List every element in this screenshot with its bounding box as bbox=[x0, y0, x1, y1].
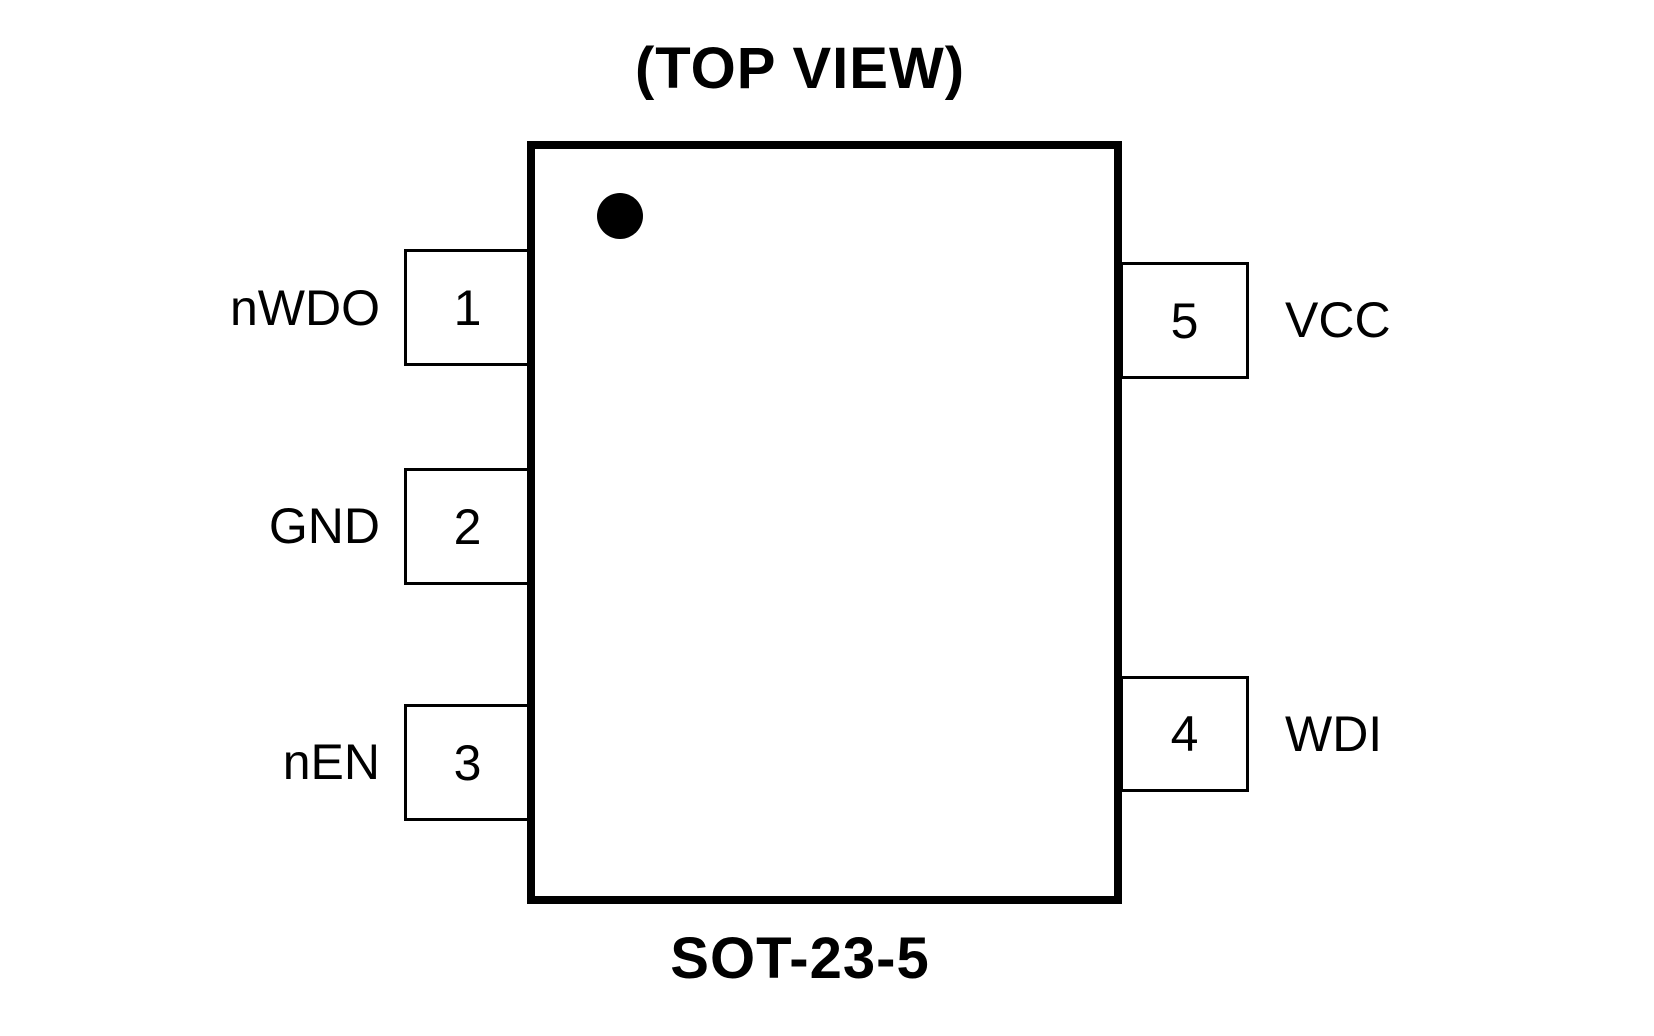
pin-box-4: 4 bbox=[1120, 676, 1249, 792]
ic-package-body bbox=[527, 141, 1122, 904]
pin-number-2: 2 bbox=[453, 498, 482, 555]
pin-number-5: 5 bbox=[1170, 292, 1199, 349]
pin-box-3: 3 bbox=[404, 704, 531, 821]
pin1-indicator-dot-icon bbox=[597, 193, 643, 239]
pin-name-vcc: VCC bbox=[1285, 292, 1391, 348]
pin-box-2: 2 bbox=[404, 468, 531, 585]
pin-name-nwdo: nWDO bbox=[230, 280, 380, 336]
pin-box-1: 1 bbox=[404, 249, 531, 366]
package-name: SOT-23-5 bbox=[670, 926, 930, 991]
pin-box-5: 5 bbox=[1120, 262, 1249, 379]
pin-name-wdi: WDI bbox=[1285, 706, 1383, 762]
pin-name-gnd: GND bbox=[268, 498, 380, 554]
pin-number-3: 3 bbox=[453, 734, 482, 791]
pin-number-1: 1 bbox=[453, 279, 482, 336]
diagram-title: (TOP VIEW) bbox=[634, 36, 966, 101]
pin-name-nen: nEN bbox=[282, 734, 380, 790]
pin-number-4: 4 bbox=[1170, 706, 1199, 762]
